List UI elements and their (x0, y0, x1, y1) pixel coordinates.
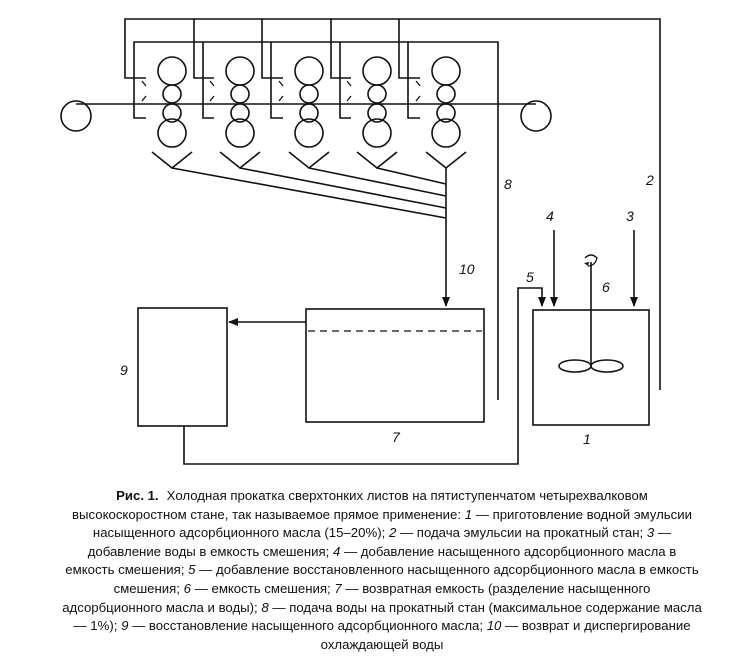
regeneration-unit-9 (137, 307, 228, 427)
emulsion-supply-line-2 (124, 18, 661, 390)
caption-item-num: 6 (183, 580, 191, 596)
caption-item-num: 8 (261, 599, 269, 615)
caption-item-num: 2 (388, 525, 397, 541)
label-5: 5 (526, 269, 534, 285)
roll-stand-4 (362, 56, 392, 148)
label-9: 9 (120, 362, 128, 378)
caption-item-num: 9 (121, 618, 129, 634)
caption-item-num: 3 (646, 525, 655, 541)
caption-item-text: — возвратная емкость (разделение насыщен… (62, 580, 651, 615)
rolling-mill-diagram: 1 2 3 4 5 6 7 8 9 10 (60, 18, 661, 465)
roll-stand-1 (157, 56, 187, 148)
caption-item-num: 5 (188, 562, 196, 578)
label-6: 6 (602, 279, 610, 295)
caption-item-text: — приготовление водной эмульсии насыщенн… (92, 506, 692, 541)
label-10: 10 (459, 261, 475, 277)
water-supply-line-8 (133, 41, 499, 400)
regenerated-oil-line-5 (183, 287, 546, 465)
mixing-tank-6 (532, 254, 650, 426)
caption-item-text: — добавление насыщенного адсорбционного … (65, 543, 677, 578)
roll-stand-3 (294, 56, 324, 148)
caption-item-text: — подача воды на прокатный стан (максима… (73, 599, 702, 634)
spray-nozzles (141, 80, 421, 102)
figure-number: Рис. 1. (116, 488, 159, 503)
return-line-10 (171, 167, 450, 307)
caption-item-text: — добавление восстановленного насыщенног… (113, 562, 699, 596)
caption-item-num: 7 (334, 580, 342, 596)
caption-item-num: 1 (464, 506, 473, 522)
label-2: 2 (645, 172, 654, 188)
label-7: 7 (392, 429, 401, 445)
roll-stand-2 (225, 56, 255, 148)
label-8: 8 (504, 176, 512, 192)
roll-stand-5 (431, 56, 461, 148)
caption-item-text: — добавление воды в емкость смешения; (87, 525, 672, 559)
caption-item-num: 10 (486, 618, 502, 634)
label-1: 1 (583, 431, 591, 447)
caption-item-num: 4 (332, 543, 341, 559)
collection-trays (151, 151, 467, 170)
figure-caption: Рис. 1.Холодная прокатка сверхтонких лис… (62, 487, 702, 654)
label-3: 3 (626, 208, 634, 224)
label-4: 4 (546, 208, 554, 224)
caption-item-text: — емкость смешения; (190, 580, 335, 596)
caption-item-text: — восстановление насыщенного адсорбционн… (128, 618, 487, 634)
caption-intro: Холодная прокатка сверхтонких листов на … (72, 488, 648, 522)
caption-item-text: — возврат и диспергирование охлаждающей … (320, 618, 691, 652)
return-tank-7 (305, 308, 485, 423)
caption-items: 1 — приготовление водной эмульсии насыще… (62, 507, 702, 652)
caption-item-text: — подача эмульсии на прокатный стан; (396, 525, 647, 541)
